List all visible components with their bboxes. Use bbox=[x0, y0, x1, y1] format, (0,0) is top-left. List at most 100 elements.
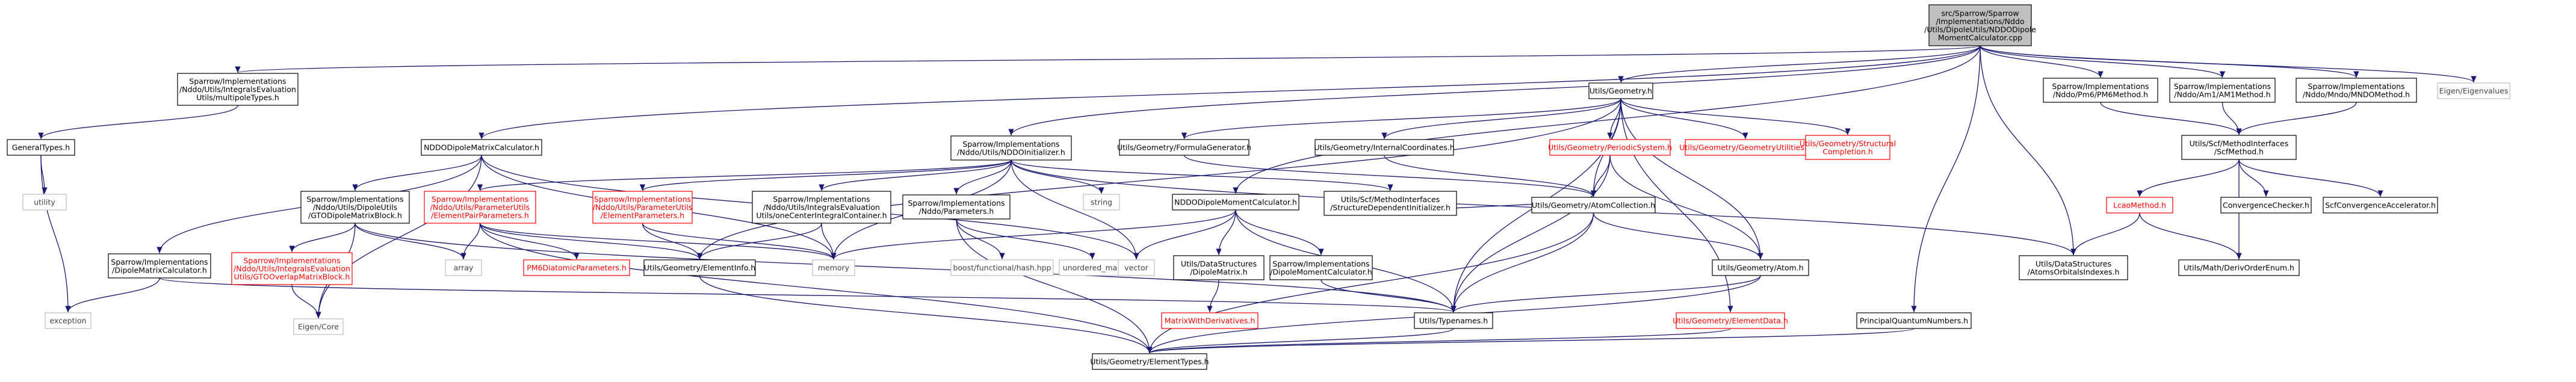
node-elemparams[interactable]: Sparrow/Implementations/Nddo/Utils/Param… bbox=[592, 191, 693, 224]
node-box bbox=[902, 194, 1011, 220]
node-atomcoll[interactable]: Utils/Geometry/AtomCollection.h bbox=[1531, 197, 1656, 214]
node-box bbox=[22, 194, 67, 211]
node-atomsorbitals[interactable]: Utils/DataStructures/AtomsOrbitalsIndexe… bbox=[2019, 255, 2128, 280]
node-label-line: Utils/Geometry/Atom.h bbox=[1717, 263, 1803, 273]
node-nddodipmomcalc[interactable]: NDDODipoleMomentCalculator.h bbox=[1172, 194, 1299, 211]
node-typenames[interactable]: Utils/Typenames.h bbox=[1414, 312, 1493, 329]
node-periodicsys[interactable]: Utils/Geometry/PeriodicSystem.h bbox=[1548, 139, 1672, 156]
node-unorderedmap[interactable]: unordered_map bbox=[1059, 259, 1126, 276]
node-string[interactable]: string bbox=[1083, 194, 1120, 211]
node-structdep[interactable]: Utils/Scf/MethodInterfaces/StructureDepe… bbox=[1324, 191, 1457, 216]
node-label-line: /Nddo/Utils/ParameterUtils bbox=[593, 203, 693, 212]
edge-atomcoll-to-atom bbox=[1593, 212, 1763, 260]
edge-gtooverlap-to-eigencore bbox=[291, 284, 321, 319]
edge-elemparparams-to-memory bbox=[479, 223, 837, 260]
node-convchecker[interactable]: ConvergenceChecker.h bbox=[2220, 197, 2312, 214]
node-box bbox=[812, 259, 855, 276]
node-derivorder[interactable]: Utils/Math/DerivOrderEnum.h bbox=[2178, 259, 2300, 276]
node-onecenter[interactable]: Sparrow/Implementations/Nddo/Utils/Integ… bbox=[752, 191, 891, 224]
node-scfmethod[interactable]: Utils/Scf/MethodInterfaces/ScfMethod.h bbox=[2181, 135, 2297, 160]
node-geomutil[interactable]: Utils/Geometry/GeometryUtilities.h bbox=[1679, 139, 1812, 156]
node-pqn[interactable]: PrincipalQuantumNumbers.h bbox=[1856, 312, 1972, 329]
node-box bbox=[950, 259, 1054, 276]
node-am1method[interactable]: Sparrow/Implementations/Nddo/Am1/AM1Meth… bbox=[2169, 78, 2276, 103]
node-eigencore[interactable]: Eigen/Core bbox=[293, 318, 344, 335]
node-box bbox=[1314, 139, 1454, 156]
edge-geometry-to-formulagen bbox=[1181, 98, 1621, 140]
node-utility[interactable]: utility bbox=[22, 194, 67, 211]
node-label-line: /ElementPairParameters.h bbox=[431, 211, 529, 220]
edge-root-to-atomsorbitals bbox=[1980, 45, 2076, 256]
node-label-line: MatrixWithDerivatives.h bbox=[1165, 316, 1255, 325]
node-vector[interactable]: vector bbox=[1118, 259, 1155, 276]
node-elementinfo[interactable]: Utils/Geometry/ElementInfo.h bbox=[643, 259, 756, 276]
node-label-line: Sparrow/Implementations bbox=[2174, 82, 2271, 91]
node-box bbox=[1685, 139, 1806, 156]
node-label-line: Utils/Scf/MethodInterfaces bbox=[2190, 139, 2289, 148]
node-label-line: Sparrow/Implementations bbox=[243, 256, 340, 265]
node-label-line: Sparrow/Implementations bbox=[2052, 82, 2149, 91]
node-dipolematrix[interactable]: Utils/DataStructures/DipoleMatrix.h bbox=[1173, 255, 1265, 280]
node-label-line: Utils/Geometry/ElementData.h bbox=[1673, 316, 1788, 325]
node-label-line: Sparrow/Implementations bbox=[306, 195, 403, 204]
node-array[interactable]: array bbox=[445, 259, 482, 276]
edge-root-to-nddodipmomcalc bbox=[1233, 45, 1981, 194]
node-formulagen[interactable]: Utils/Geometry/FormulaGenerator.h bbox=[1117, 139, 1251, 156]
node-root[interactable]: src/Sparrow/Sparrow/Implementations/Nddo… bbox=[1924, 4, 2036, 46]
node-label-line: Sparrow/Implementations bbox=[908, 199, 1005, 208]
node-label-line: /Nddo/Utils/IntegralsEvaluation bbox=[234, 264, 350, 273]
node-atom[interactable]: Utils/Geometry/Atom.h bbox=[1712, 259, 1809, 276]
node-nddoinit[interactable]: Sparrow/Implementations/Nddo/Utils/NDDOI… bbox=[950, 135, 1072, 161]
node-lcaomethod[interactable]: LcaoMethod.h bbox=[2106, 197, 2173, 214]
node-dipmatcalc[interactable]: Sparrow/Implementations/DipoleMatrixCalc… bbox=[108, 253, 211, 279]
edge-nddoparams-to-boostfunc bbox=[956, 218, 1005, 260]
node-label-line: /GTODipoleMatrixBlock.h bbox=[308, 211, 402, 220]
edge-nddoinit-to-elemparparams bbox=[477, 159, 1012, 191]
node-box bbox=[2043, 78, 2158, 103]
node-nddomatrixcalc[interactable]: NDDODipoleMatrixCalculator.h bbox=[421, 139, 542, 156]
node-eigenvalues[interactable]: Eigen/Eigenvalues bbox=[2437, 82, 2510, 99]
node-label-line: /Nddo/Parameters.h bbox=[919, 206, 994, 215]
node-label-line: unordered_map bbox=[1063, 263, 1122, 273]
node-box bbox=[231, 252, 353, 285]
node-box bbox=[1549, 139, 1671, 156]
node-box bbox=[2019, 255, 2128, 280]
edge-scfmethod-to-lcaomethod bbox=[2137, 159, 2240, 197]
node-matrixderiv[interactable]: MatrixWithDerivatives.h bbox=[1161, 312, 1259, 329]
node-geometry[interactable]: Utils/Geometry.h bbox=[1588, 82, 1653, 99]
node-scfconvacc[interactable]: ScfConvergenceAccelerator.h bbox=[2323, 197, 2438, 214]
edge-gtodipole-to-typenames bbox=[355, 223, 1457, 313]
node-label-line: NDDODipoleMomentCalculator.h bbox=[1174, 198, 1297, 207]
node-label-line: Utils/Geometry/ElementInfo.h bbox=[644, 263, 755, 273]
node-box bbox=[45, 312, 91, 329]
node-pm6method[interactable]: Sparrow/Implementations/Nddo/Pm6/PM6Meth… bbox=[2043, 78, 2158, 103]
node-memory[interactable]: memory bbox=[812, 259, 855, 276]
node-mndomethod[interactable]: Sparrow/Implementations/Nddo/Mndo/MNDOMe… bbox=[2296, 78, 2417, 103]
edge-atomcoll-to-typenames bbox=[1451, 212, 1594, 313]
node-box bbox=[421, 139, 542, 156]
node-multipole[interactable]: Sparrow/Implementations/Nddo/Utils/Integ… bbox=[177, 73, 299, 106]
node-internalcoord[interactable]: Utils/Geometry/InternalCoordinates.h bbox=[1314, 139, 1455, 156]
node-nddoparams[interactable]: Sparrow/Implementations/Nddo/Parameters.… bbox=[902, 194, 1011, 220]
node-box bbox=[1712, 259, 1809, 276]
node-boostfunc[interactable]: boost/functional/hash.hpp bbox=[950, 259, 1054, 276]
edge-lcaomethod-to-atomsorbitals bbox=[2070, 212, 2140, 256]
node-elementtypes[interactable]: Utils/Geometry/ElementTypes.h bbox=[1090, 353, 1209, 370]
node-generaltypes[interactable]: GeneralTypes.h bbox=[7, 139, 75, 156]
edge-dipolematrix-to-matrixderiv bbox=[1207, 279, 1219, 313]
edge-nddoparams-to-unorderedmap bbox=[956, 218, 1095, 260]
edge-nddoinit-to-elemparams bbox=[640, 159, 1012, 191]
node-dipmomcalc[interactable]: Sparrow/Implementations/DipoleMomentCalc… bbox=[1269, 255, 1373, 280]
node-elemparparams[interactable]: Sparrow/Implementations/Nddo/Utils/Param… bbox=[424, 191, 536, 224]
node-elementdata[interactable]: Utils/Geometry/ElementData.h bbox=[1673, 312, 1788, 329]
node-gtooverlap[interactable]: Sparrow/Implementations/Nddo/Utils/Integ… bbox=[231, 252, 353, 285]
node-gtodipole[interactable]: Sparrow/Implementations/Nddo/Utils/Dipol… bbox=[300, 191, 410, 224]
edge-elemparparams-to-elementinfo bbox=[479, 223, 703, 260]
node-exception[interactable]: exception bbox=[45, 312, 91, 329]
edge-root-to-eigenvalues bbox=[1980, 45, 2477, 83]
node-pm6diatomic[interactable]: PM6DiatomicParameters.h bbox=[523, 259, 630, 276]
edge-nddomatrixcalc-to-gtodipole bbox=[352, 155, 482, 191]
edge-nddoinit-to-string bbox=[1011, 159, 1104, 194]
node-label-line: Sparrow/Implementations bbox=[2308, 82, 2404, 91]
